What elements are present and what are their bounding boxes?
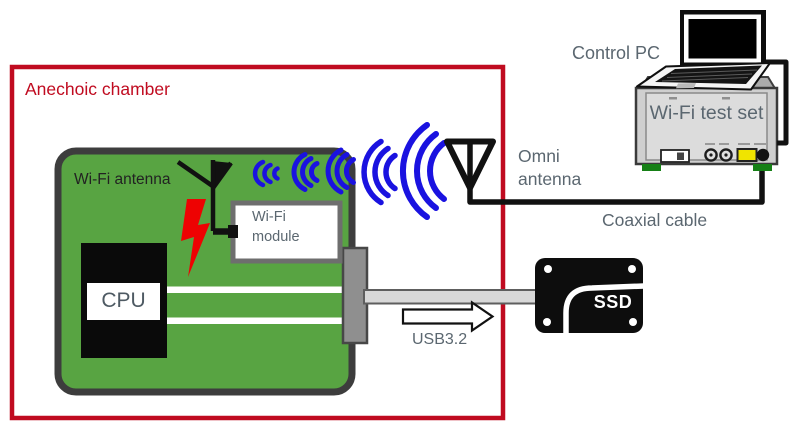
- label-cpu: CPU: [101, 289, 146, 313]
- test-set-foot-left: [642, 164, 661, 171]
- test-set-foot-right: [753, 164, 772, 171]
- label-control-pc: Control PC: [572, 43, 661, 63]
- label-anechoic-chamber: Anechoic chamber: [25, 79, 170, 99]
- wave-group-5: [399, 122, 447, 220]
- label-omni-antenna: Omni antenna: [518, 146, 582, 190]
- ssd-drive-icon: [535, 258, 645, 334]
- usb-cable: [363, 289, 537, 305]
- test-set-rf-connector: [756, 148, 770, 162]
- test-set-port-white: [660, 149, 690, 163]
- radio-waves-icon: [252, 122, 447, 220]
- control-cable-line: [763, 59, 789, 146]
- pcb-traces: [160, 286, 346, 324]
- laptop-icon: [636, 10, 771, 91]
- wifi-module-box: [230, 200, 343, 264]
- wave-group-3: [325, 147, 356, 195]
- label-wifi-module: Wi-Fi module: [252, 209, 300, 245]
- label-wifi-test-set: Wi-Fi test set: [649, 102, 764, 124]
- wave-group-2: [291, 152, 320, 192]
- laptop-touchpad: [676, 83, 696, 89]
- coaxial-cable-line: [467, 141, 765, 205]
- anechoic-chamber-outline: [9, 64, 506, 421]
- label-ssd: SSD: [593, 292, 633, 312]
- noise-bolt-icon: [181, 199, 210, 277]
- label-wifi-antenna: Wi-Fi antenna: [74, 171, 171, 188]
- label-usb: USB3.2: [412, 331, 468, 348]
- wave-group-1: [252, 159, 280, 188]
- label-coaxial-cable: Coaxial cable: [602, 210, 708, 230]
- cpu-label-plate: [87, 283, 160, 320]
- usb-arrow-icon: [401, 300, 495, 333]
- wifi-antenna-icon: [176, 160, 238, 238]
- wave-group-4: [361, 138, 398, 206]
- test-set-port-yellow: [736, 148, 758, 162]
